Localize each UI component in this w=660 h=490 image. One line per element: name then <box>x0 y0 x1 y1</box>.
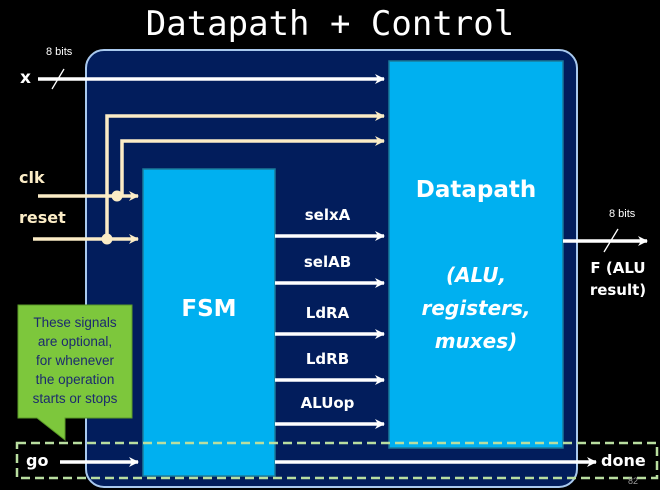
f-width-label: 8 bits <box>609 208 636 220</box>
clk-to-datapath-wire <box>120 136 385 196</box>
control-signal-label: LdRB <box>305 350 350 368</box>
x-label: x <box>20 68 31 88</box>
fsm-label: FSM <box>181 296 237 322</box>
datapath-subtitle: (ALU, registers, muxes) <box>389 259 563 358</box>
datapath-subtitle-line: registers, <box>421 296 531 320</box>
page-number: 82 <box>628 476 639 486</box>
f-output-label-line: F (ALU <box>590 259 646 277</box>
callout-line: These signals <box>33 315 117 330</box>
control-signal-label: ALUop <box>300 394 355 412</box>
clk-junction-dot <box>111 190 123 202</box>
control-signal-label: LdRA <box>305 304 350 322</box>
x-bus-width-slash <box>51 68 65 90</box>
f-output-label: F (ALU result) <box>576 257 660 301</box>
clk-label: clk <box>19 168 45 187</box>
reset-junction-dot <box>101 233 113 245</box>
optional-signals-dashed-box <box>15 441 659 480</box>
datapath-block <box>388 60 564 449</box>
callout-line: for whenever <box>35 353 115 368</box>
f-output-label-line: result) <box>589 281 647 299</box>
slide-title: Datapath + Control <box>145 4 515 44</box>
datapath-label: Datapath <box>415 177 537 203</box>
control-signal-label: selAB <box>303 253 352 271</box>
x-width-label: 8 bits <box>46 46 73 58</box>
reset-label: reset <box>19 208 66 227</box>
callout-text: These signals are optional, for whenever… <box>22 313 128 408</box>
reset-to-datapath-wire <box>105 111 385 239</box>
go-label: go <box>26 451 49 470</box>
fsm-block <box>142 168 276 477</box>
control-signal-label: selxA <box>304 206 351 224</box>
f-bus-width-slash <box>603 228 619 253</box>
callout-line: are optional, <box>37 334 113 349</box>
datapath-subtitle-line: muxes) <box>434 329 518 353</box>
callout-bubble <box>17 304 133 442</box>
done-label: done <box>601 451 646 470</box>
datapath-subtitle-line: (ALU, <box>445 263 507 287</box>
callout-line: starts or stops <box>32 391 118 406</box>
callout-line: the operation <box>35 372 115 387</box>
